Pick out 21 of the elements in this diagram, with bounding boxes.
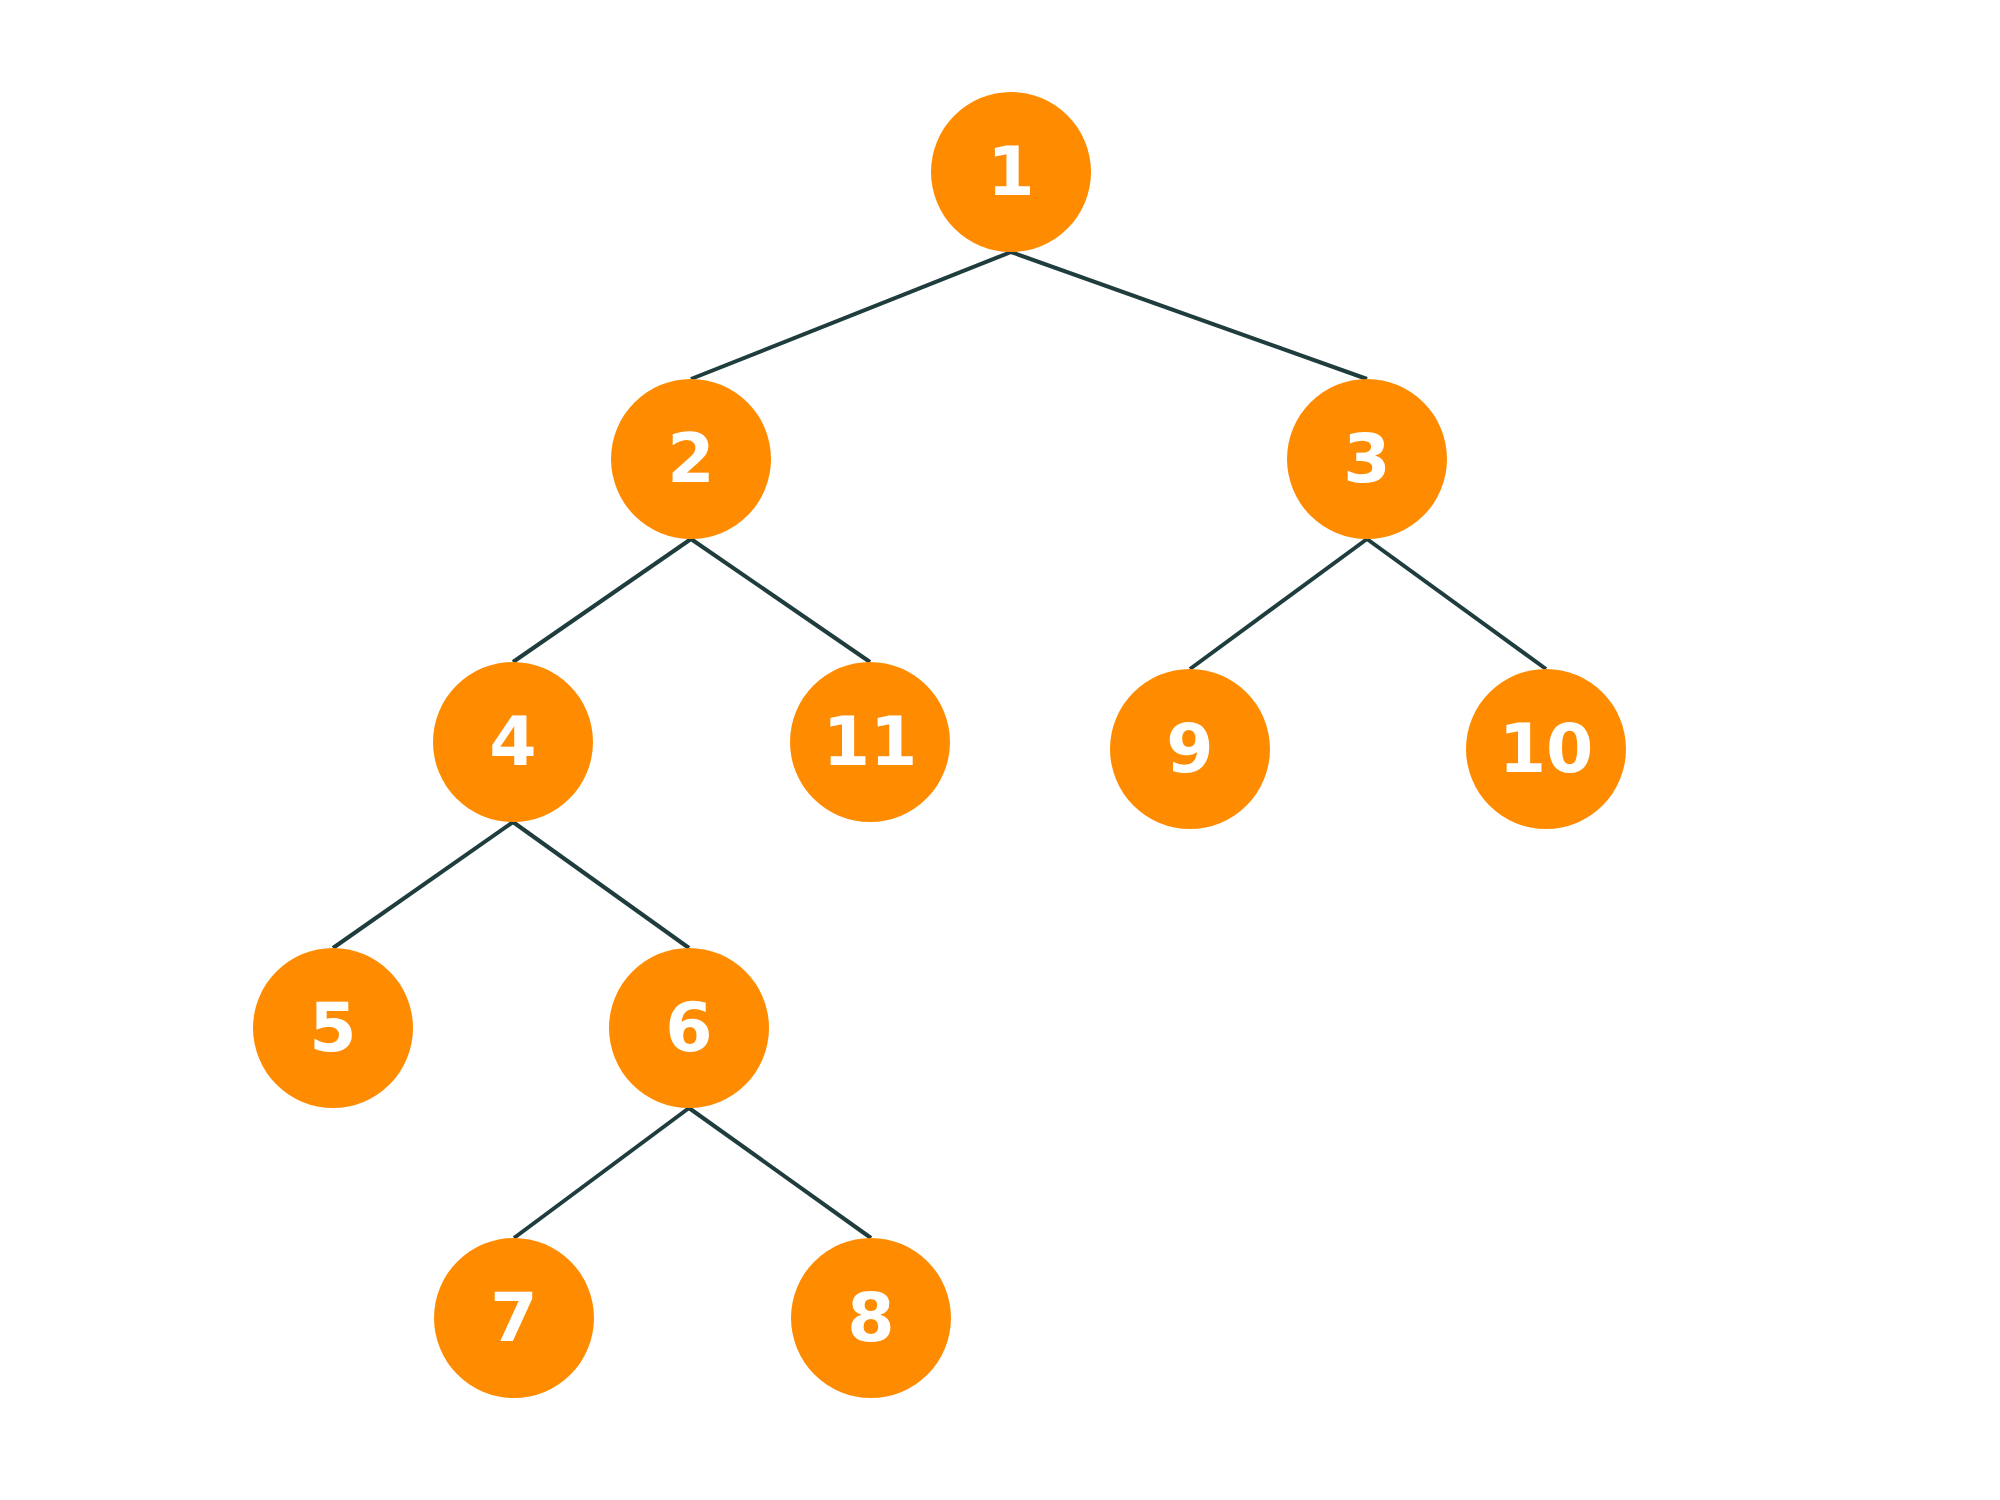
tree-edge-line xyxy=(1188,537,1369,671)
node-number: 2 xyxy=(667,425,715,493)
node-number: 1 xyxy=(987,138,1035,206)
node-number: 6 xyxy=(665,994,713,1062)
node-number: 10 xyxy=(1498,715,1594,783)
node-number: 4 xyxy=(489,708,537,776)
tree-edge-line xyxy=(511,537,693,664)
node-number: 3 xyxy=(1343,425,1391,493)
tree-edge-line xyxy=(689,537,872,664)
node-number: 9 xyxy=(1166,715,1214,783)
tree-edge-line xyxy=(687,1106,873,1240)
tree-edge-line xyxy=(1365,537,1548,671)
node-number: 11 xyxy=(822,708,918,776)
tree-edge-line xyxy=(690,250,1012,381)
tree-edge-line xyxy=(511,820,691,950)
tree-edge-line xyxy=(331,820,515,950)
tree-edge-line xyxy=(1010,250,1368,381)
tree-edge-line xyxy=(512,1106,691,1240)
node-number: 5 xyxy=(309,994,357,1062)
node-number: 7 xyxy=(490,1284,538,1352)
node-number: 8 xyxy=(847,1284,895,1352)
